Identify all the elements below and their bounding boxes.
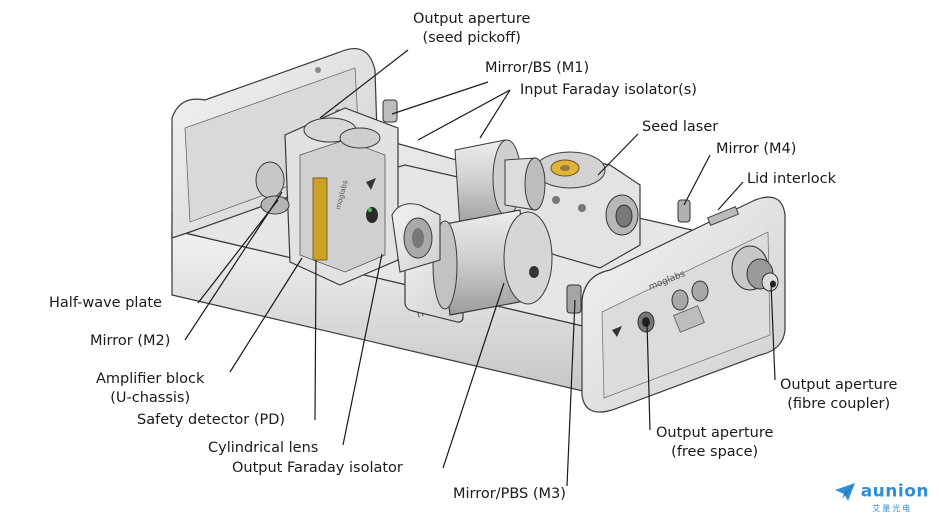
- amplifier-block: moglabs: [255, 107, 399, 286]
- label-output-aperture-free: Output aperture (free space): [656, 424, 773, 462]
- label-mirror-bs-m1: Mirror/BS (M1): [485, 60, 590, 76]
- watermark-text: aunion: [860, 481, 929, 502]
- label-safety-detector: Safety detector (PD): [137, 412, 286, 428]
- label-mirror-m2: Mirror (M2): [90, 333, 171, 349]
- front-panel: moglabs: [581, 196, 786, 413]
- back-wall: [171, 48, 379, 239]
- label-output-aperture-fibre-line1: Output aperture: [780, 377, 898, 393]
- paper-plane-icon: [834, 483, 855, 501]
- label-cylindrical-lens: Cylindrical lens: [208, 440, 319, 456]
- label-output-faraday-isolator: Output Faraday isolator: [232, 460, 403, 476]
- label-seed-laser: Seed laser: [642, 119, 719, 135]
- label-mirror-pbs-m3: Mirror/PBS (M3): [453, 486, 566, 502]
- label-output-aperture-free-line1: Output aperture: [656, 425, 774, 441]
- cylindrical-lens-mount: [391, 203, 441, 273]
- label-output-aperture-fibre-line2: (fibre coupler): [787, 396, 891, 412]
- watermark-logo: aunion 艾量光电: [834, 481, 929, 514]
- watermark-subtext: 艾量光电: [872, 504, 913, 513]
- mirror-mounts: [382, 99, 691, 314]
- label-output-aperture-seed: Output aperture (seed pickoff): [413, 10, 530, 48]
- label-output-aperture-seed-line1: Output aperture: [413, 11, 531, 27]
- label-output-aperture-free-line2: (free space): [671, 444, 759, 460]
- label-output-aperture-fibre: Output aperture (fibre coupler): [780, 376, 897, 414]
- label-amplifier-block-line2: (U-chassis): [110, 390, 191, 406]
- label-output-aperture-seed-line2: (seed pickoff): [422, 30, 521, 46]
- leader-lines: [184, 49, 776, 487]
- label-half-wave-plate: Half-wave plate: [49, 295, 162, 311]
- output-faraday-isolator: [432, 209, 553, 316]
- label-lid-interlock: Lid interlock: [747, 171, 836, 187]
- label-input-faraday-isolator: Input Faraday isolator(s): [520, 82, 697, 98]
- label-mirror-m4: Mirror (M4): [716, 141, 797, 157]
- label-amplifier-block-line1: Amplifier block: [96, 371, 205, 387]
- label-amplifier-block: Amplifier block (U-chassis): [96, 370, 204, 408]
